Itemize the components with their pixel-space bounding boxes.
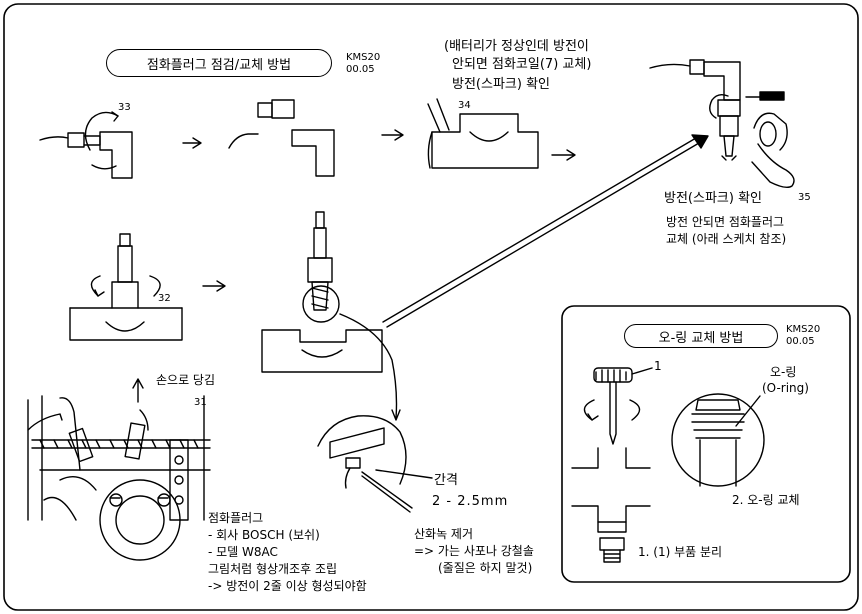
- oring-code-1: KMS20: [786, 324, 821, 335]
- gap-detail-figure: [317, 415, 433, 509]
- spark-check-ground-figure: [649, 59, 795, 189]
- number-31: 31: [194, 397, 207, 408]
- long-arrow: [382, 134, 709, 328]
- plug-spec-5: -> 방전이 2줄 이상 형성되야함: [208, 579, 367, 593]
- plug-removal-wrench-figure: [69, 233, 183, 341]
- plug-spec-1: 점화플러그: [208, 511, 264, 525]
- label-spark-top: 방전(스파크) 확인: [452, 77, 550, 92]
- engine-wires-figure: [27, 395, 211, 561]
- number-34: 34: [458, 100, 471, 111]
- main-code-1: KMS20: [346, 52, 381, 63]
- label-pull-by-hand: 손으로 당김: [156, 373, 216, 387]
- label-no-spark-1: 방전 안되면 점화플러그: [666, 215, 785, 229]
- number-33: 33: [118, 102, 131, 113]
- oxide-3: (줄질은 하지 말것): [438, 561, 533, 575]
- oring-label-2: (O-ring): [762, 381, 809, 395]
- arrow-step3: [551, 149, 576, 161]
- step-2-label: 2. 오-링 교체: [732, 493, 800, 507]
- oxide-2: => 가는 사포나 강철솔: [414, 544, 534, 558]
- oring-label-1: 오-링: [770, 365, 797, 379]
- arrow-step2: [381, 129, 404, 141]
- main-code-2: 00.05: [346, 64, 375, 75]
- separated-parts-figure: [228, 99, 335, 177]
- step-1-label: 1. (1) 부품 분리: [638, 545, 723, 559]
- plug-spec-4: 그림처럼 형상개조후 조립: [208, 562, 338, 576]
- gap-label: 간격: [434, 473, 458, 488]
- oring-code-2: 00.05: [786, 336, 815, 347]
- gap-value: 2 - 2.5mm: [432, 494, 509, 509]
- arrow-step5: [202, 280, 226, 292]
- plug-spec-2: - 회사 BOSCH (보쉬): [208, 528, 320, 542]
- note-battery-1: (배터리가 정상인데 방전이: [444, 39, 589, 54]
- outer-frame: [3, 3, 859, 611]
- plug-boot-removal-figure: [39, 111, 133, 179]
- oring-title: 오-링 교체 방법: [624, 324, 778, 348]
- oring-detail-figure: [671, 393, 765, 487]
- label-no-spark-2: 교체 (아래 스케치 참조): [666, 232, 787, 246]
- oxide-1: 산화녹 제거: [414, 527, 474, 541]
- leader-oxide: [361, 475, 411, 513]
- number-35: 35: [798, 192, 811, 203]
- leader-n1: [631, 367, 653, 375]
- oring-part-removal-figure: [571, 367, 651, 563]
- number-32: 32: [158, 293, 171, 304]
- oring-section-box: [561, 305, 851, 583]
- spark-check-head-figure: [427, 98, 539, 169]
- arrow-pull-up: [132, 378, 144, 403]
- plug-spec-3: - 모델 W8AC: [208, 545, 278, 559]
- note-battery-2: 안되면 점화코일(7) 교체): [452, 57, 592, 72]
- arrow-step1: [182, 137, 202, 149]
- label-spark-right: 방전(스파크) 확인: [664, 191, 762, 206]
- removed-plug-figure: [261, 211, 401, 421]
- number-1: 1: [654, 359, 662, 373]
- main-title: 점화플러그 점검/교체 방법: [106, 49, 332, 77]
